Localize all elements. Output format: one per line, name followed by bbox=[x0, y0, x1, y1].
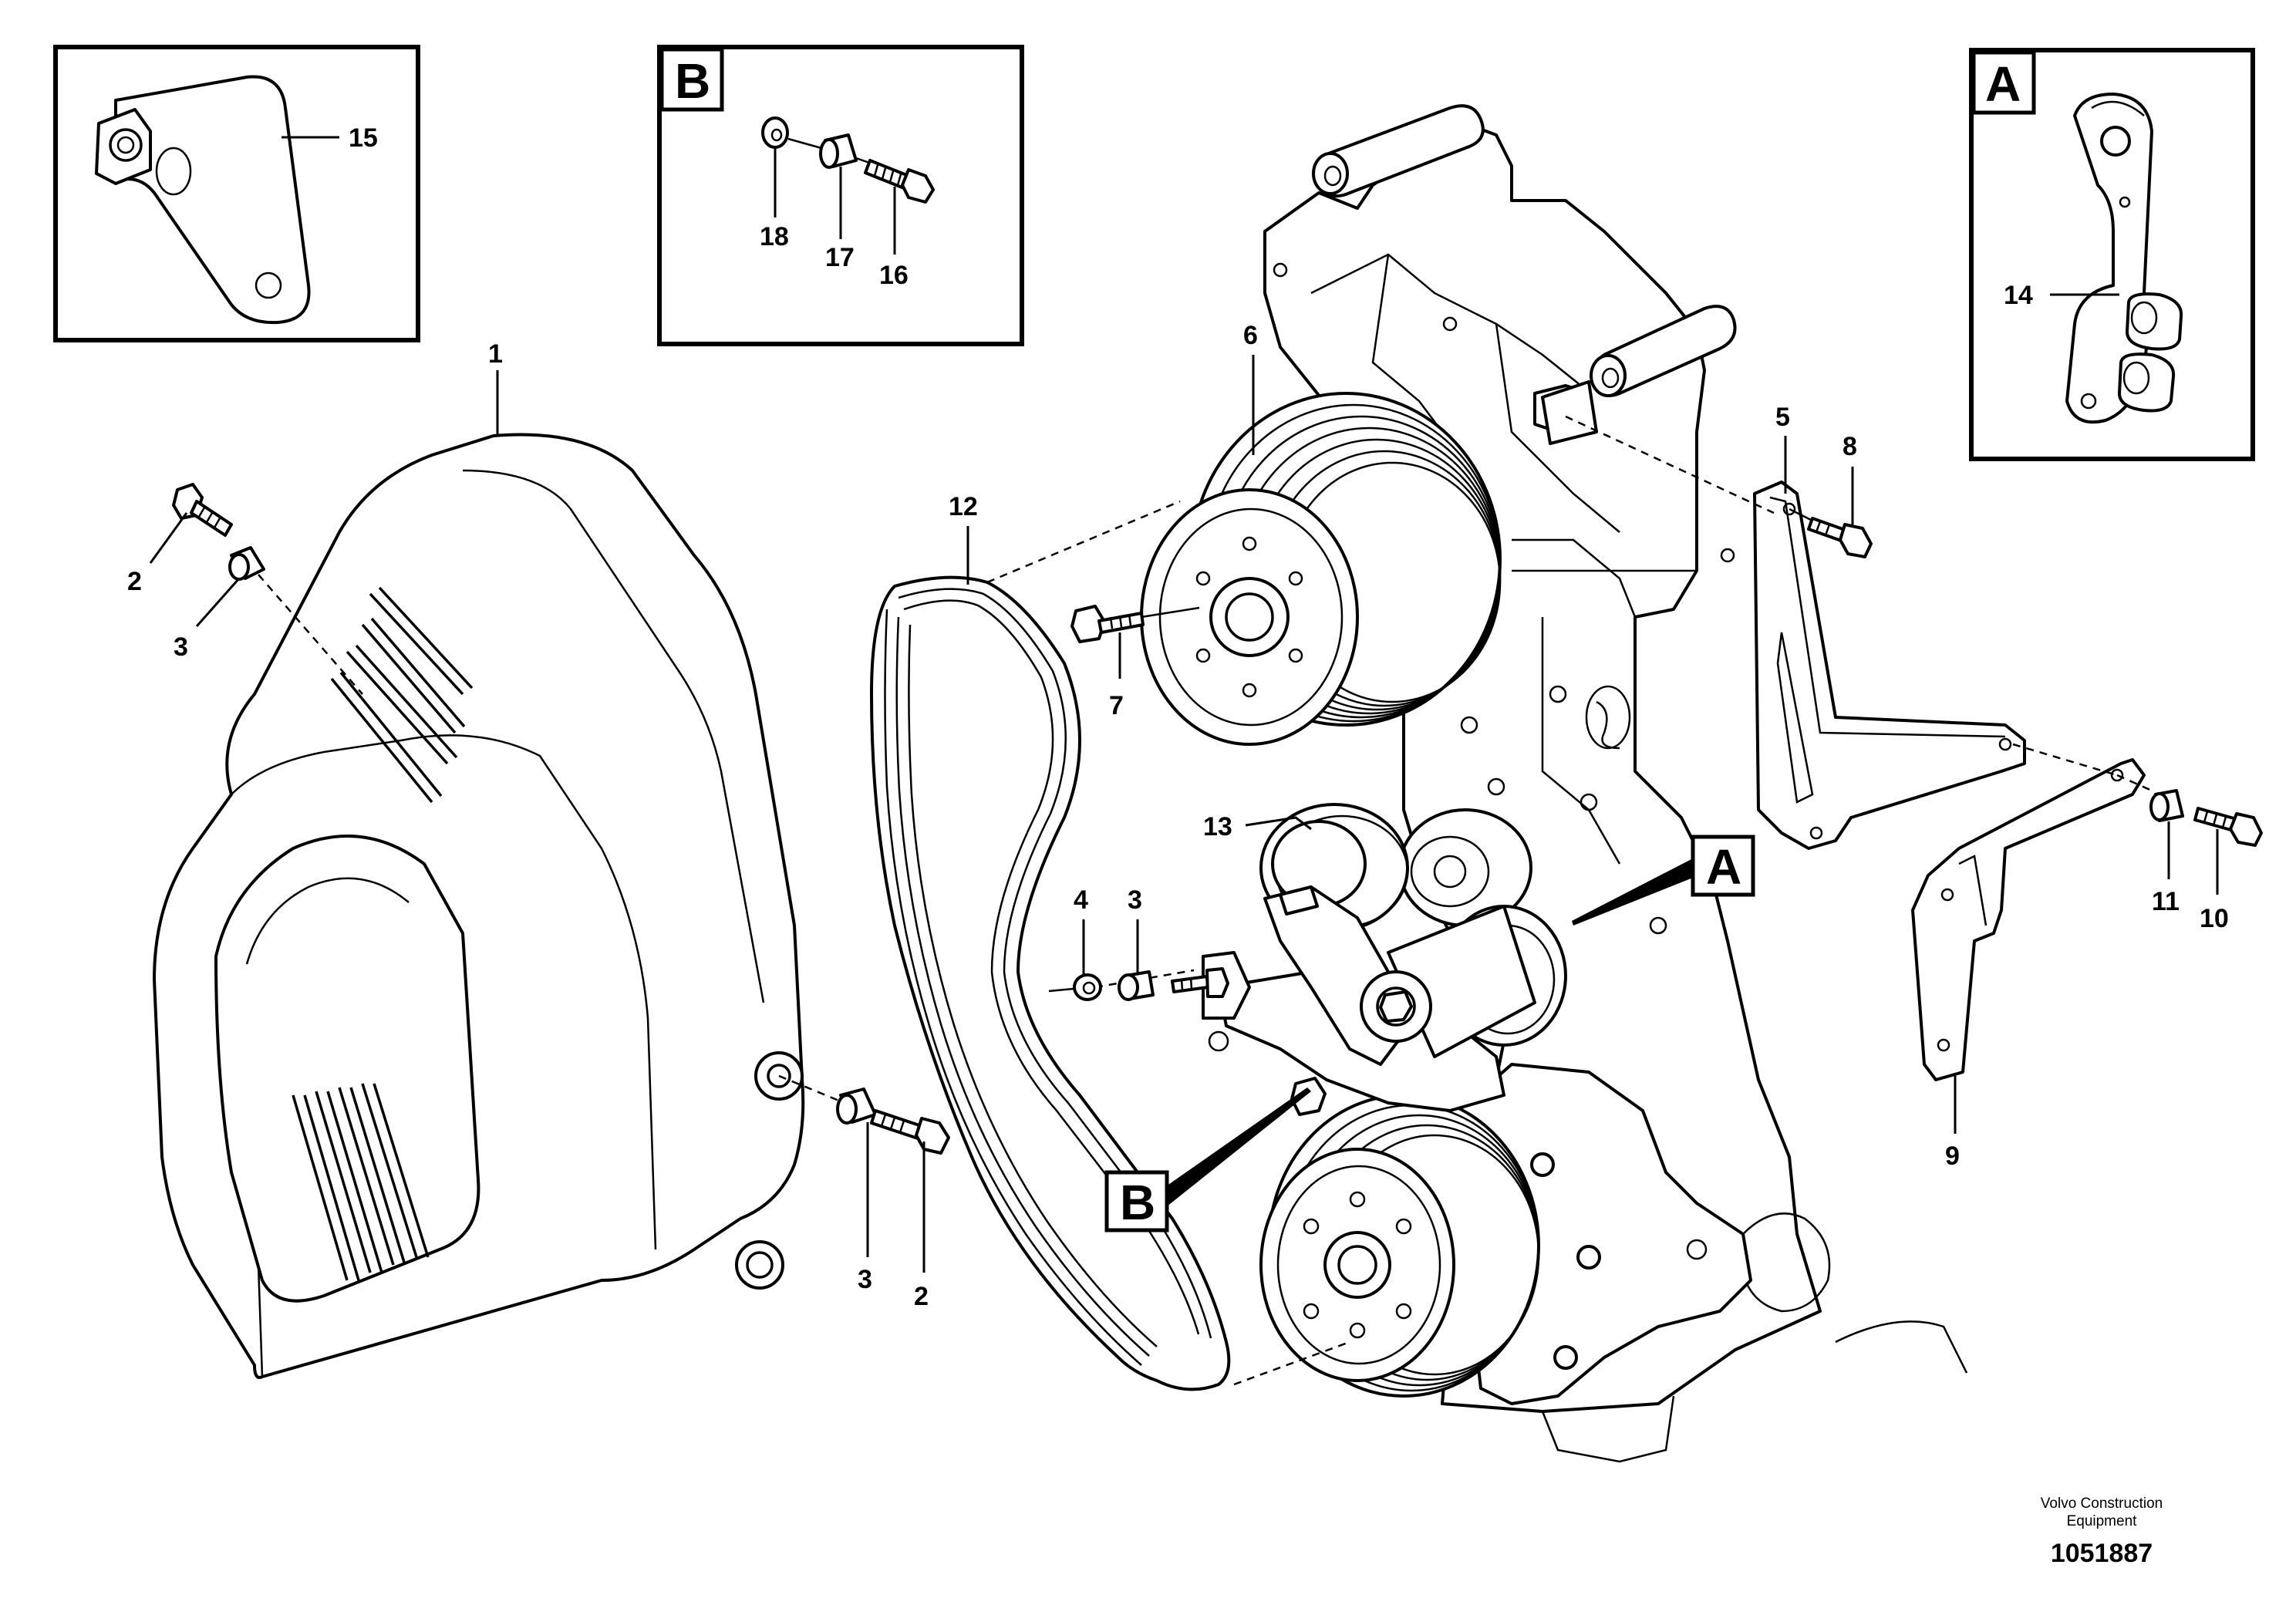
bracket-9-drawing bbox=[1911, 758, 2146, 1081]
callout-b: B bbox=[1104, 1088, 1311, 1233]
belt-cover-1-drawing bbox=[153, 433, 805, 1379]
bracket-15-drawing bbox=[95, 75, 311, 325]
credit-line-1: Volvo Construction bbox=[2041, 1496, 2163, 1512]
part-label-17: 17 bbox=[825, 243, 855, 272]
callout-b-letter: B bbox=[1120, 1175, 1155, 1230]
spacer-17-drawing bbox=[819, 133, 858, 169]
part-label-3-top: 3 bbox=[174, 632, 188, 662]
reference-number: 1051887 bbox=[2051, 1539, 2153, 1568]
bolt-8-drawing bbox=[1807, 517, 1873, 558]
part-label-11: 11 bbox=[2152, 887, 2180, 916]
part-label-4: 4 bbox=[1074, 885, 1088, 915]
part-label-2-top: 2 bbox=[127, 567, 142, 596]
spacer-11-drawing bbox=[2149, 789, 2184, 822]
bolt-7-drawing bbox=[1070, 605, 1145, 643]
callout-a-letter: A bbox=[1706, 839, 1741, 895]
part-label-8: 8 bbox=[1843, 432, 1857, 461]
spacer-3-mid-drawing bbox=[1118, 970, 1155, 1001]
tensioner-13-drawing bbox=[1202, 803, 1567, 1116]
spacer-3-bottom-drawing bbox=[836, 1088, 877, 1125]
lower-pulley-drawing bbox=[1259, 1063, 1752, 1405]
bolt-10-drawing bbox=[2193, 807, 2263, 847]
part-label-15: 15 bbox=[349, 123, 378, 153]
bolt-2-top-drawing bbox=[172, 483, 233, 537]
part-label-9: 9 bbox=[1945, 1141, 1960, 1171]
washer-18-drawing bbox=[761, 116, 789, 149]
part-label-5: 5 bbox=[1775, 403, 1790, 432]
inset-panel-a: A 14 bbox=[1969, 48, 2255, 461]
part-label-2-bottom: 2 bbox=[914, 1282, 929, 1311]
part-label-12: 12 bbox=[949, 492, 978, 521]
callout-a: A bbox=[1572, 835, 1755, 926]
inset-a-letter: A bbox=[1985, 56, 2021, 112]
part-label-7: 7 bbox=[1109, 691, 1124, 720]
tensioner-arm-14-drawing bbox=[2065, 93, 2183, 424]
part-label-10: 10 bbox=[2200, 904, 2229, 933]
inset-b-letter: B bbox=[675, 53, 710, 109]
part-label-1: 1 bbox=[488, 339, 503, 369]
part-label-6: 6 bbox=[1243, 321, 1258, 350]
inset-panel-b: B 18 17 16 bbox=[657, 45, 1024, 346]
part-label-16: 16 bbox=[879, 261, 909, 290]
washer-4-drawing bbox=[1073, 973, 1102, 1001]
part-label-3-mid: 3 bbox=[1128, 885, 1142, 915]
part-label-3-bottom: 3 bbox=[858, 1265, 872, 1294]
part-label-13: 13 bbox=[1203, 812, 1232, 841]
part-label-14: 14 bbox=[2004, 281, 2033, 310]
bolt-2-bottom-drawing bbox=[870, 1109, 950, 1155]
bolt-16-drawing bbox=[864, 159, 935, 204]
bracket-5-drawing bbox=[1753, 481, 2026, 850]
credit-line-2: Equipment bbox=[2067, 1513, 2138, 1529]
inset-panel-15: 15 bbox=[53, 45, 420, 342]
pulley-6-drawing bbox=[1140, 392, 1502, 746]
part-label-18: 18 bbox=[760, 222, 789, 251]
tensioner-bolt-drawing bbox=[1171, 967, 1229, 998]
